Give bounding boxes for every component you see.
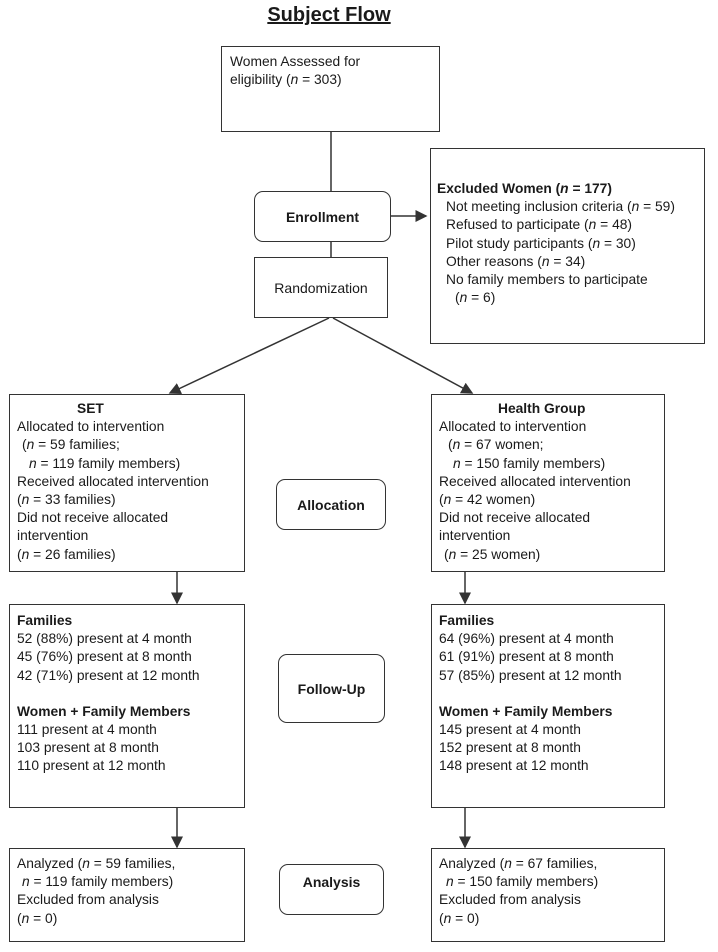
set-analysis-line: n = 119 family members) — [22, 874, 174, 890]
allocation-box: Allocation — [276, 479, 386, 530]
hg-members-line: 145 present at 4 month — [439, 722, 581, 738]
excluded-reason: No family members to participate — [446, 272, 648, 288]
set-alloc-line: (n = 59 families; — [22, 437, 120, 453]
set-analysis-line: (n = 0) — [17, 910, 58, 926]
hg-followup-box: Families 64 (96%) present at 4 month 61 … — [431, 604, 665, 808]
hg-families-heading: Families — [439, 613, 495, 628]
hg-analysis-line: (n = 0) — [439, 910, 480, 926]
set-heading: SET — [77, 401, 104, 416]
set-alloc-line: intervention — [17, 528, 89, 544]
set-families-heading: Families — [17, 613, 73, 628]
set-alloc-line: Did not receive allocated — [17, 510, 169, 526]
hg-allocation-box: Health Group Allocated to intervention (… — [431, 394, 665, 572]
analysis-label: Analysis — [302, 874, 361, 890]
assessed-line2: eligibility (n = 303) — [230, 72, 342, 88]
set-analysis-box: Analyzed (n = 59 families, n = 119 famil… — [9, 848, 245, 942]
set-members-line: 111 present at 4 month — [17, 722, 157, 738]
set-allocation-box: SET Allocated to intervention (n = 59 fa… — [9, 394, 245, 572]
hg-members-heading: Women + Family Members — [439, 703, 613, 719]
set-alloc-line: Received allocated intervention — [17, 473, 209, 489]
enrollment-box: Enrollment — [254, 191, 391, 242]
diagram-title: Subject Flow — [267, 4, 391, 26]
hg-families-line: 61 (91%) present at 8 month — [439, 649, 614, 665]
set-followup-box: Families 52 (88%) present at 4 month 45 … — [9, 604, 245, 808]
hg-analysis-line: Analyzed (n = 67 families, — [439, 856, 598, 871]
hg-alloc-line: n = 150 family members) — [453, 455, 606, 471]
assessed-line1: Women Assessed for — [230, 54, 361, 69]
set-families-line: 52 (88%) present at 4 month — [17, 631, 192, 647]
hg-members-line: 152 present at 8 month — [439, 740, 581, 756]
hg-members-line: 148 present at 12 month — [439, 758, 589, 774]
hg-alloc-line: (n = 67 women; — [448, 437, 544, 453]
randomization-label: Randomization — [274, 279, 368, 296]
set-analysis-line: Analyzed (n = 59 families, — [17, 856, 176, 871]
excluded-box: Excluded Women (n = 177) Not meeting inc… — [430, 148, 705, 344]
enrollment-label: Enrollment — [285, 208, 360, 225]
hg-families-line: 57 (85%) present at 12 month — [439, 667, 622, 683]
analysis-box: Analysis — [279, 864, 384, 915]
set-families-line: 45 (76%) present at 8 month — [17, 649, 192, 665]
set-analysis-line: Excluded from analysis — [17, 892, 159, 908]
hg-alloc-line: Did not receive allocated — [439, 510, 591, 526]
hg-alloc-line: (n = 42 women) — [439, 492, 536, 508]
set-alloc-line: (n = 33 families) — [17, 492, 116, 508]
follow-up-label: Follow-Up — [297, 680, 366, 697]
set-alloc-line: n = 119 family members) — [29, 455, 181, 471]
excluded-reason: Refused to participate (n = 48) — [446, 217, 633, 233]
allocation-label: Allocation — [297, 496, 365, 513]
excluded-reason: Pilot study participants (n = 30) — [446, 235, 636, 251]
set-members-line: 103 present at 8 month — [17, 740, 159, 756]
arrow-randomization-health-group — [332, 317, 474, 394]
excluded-reason: Other reasons (n = 34) — [446, 253, 586, 269]
hg-analysis-line: Excluded from analysis — [439, 892, 581, 908]
randomization-box: Randomization — [254, 257, 388, 318]
hg-alloc-line: Received allocated intervention — [439, 473, 631, 489]
set-alloc-line: (n = 26 families) — [17, 546, 116, 562]
hg-analysis-line: n = 150 family members) — [446, 874, 599, 890]
assessed-box: Women Assessed for eligibility (n = 303) — [221, 46, 440, 132]
set-families-line: 42 (71%) present at 12 month — [17, 667, 200, 683]
excluded-reason: Not meeting inclusion criteria (n = 59) — [446, 199, 675, 215]
arrow-randomization-set — [168, 317, 330, 394]
hg-alloc-line: (n = 25 women) — [444, 546, 541, 562]
excluded-reason-tail: (n = 6) — [455, 290, 496, 306]
set-members-line: 110 present at 12 month — [17, 758, 166, 774]
hg-heading: Health Group — [498, 401, 586, 416]
set-members-heading: Women + Family Members — [17, 703, 191, 719]
hg-alloc-line: Allocated to intervention — [439, 419, 587, 435]
hg-analysis-box: Analyzed (n = 67 families, n = 150 famil… — [431, 848, 665, 942]
hg-alloc-line: intervention — [439, 528, 511, 544]
set-alloc-line: Allocated to intervention — [17, 419, 165, 435]
excluded-heading: Excluded Women (n = 177) — [437, 181, 612, 196]
hg-families-line: 64 (96%) present at 4 month — [439, 631, 614, 647]
follow-up-box: Follow-Up — [278, 654, 385, 723]
